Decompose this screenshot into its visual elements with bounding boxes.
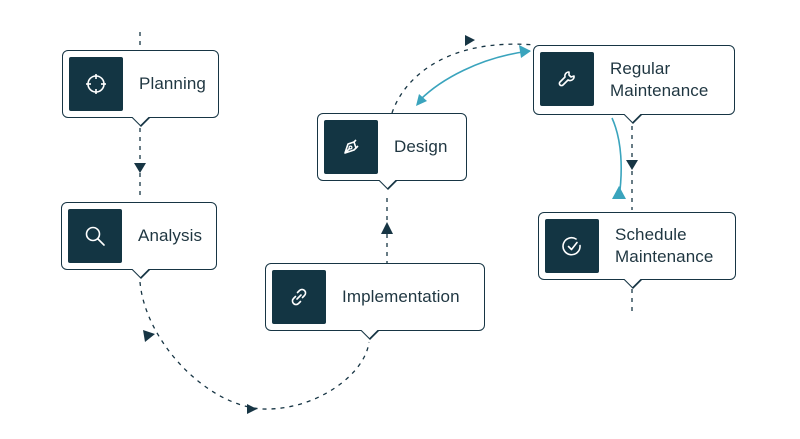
pen-tool-icon — [324, 120, 378, 174]
planning-label: Planning — [139, 74, 206, 93]
wrench-icon — [540, 52, 594, 106]
connector-design-regular — [391, 43, 536, 114]
arrow-regular-schedule — [626, 160, 638, 170]
teal-arrow-to-regular — [519, 45, 531, 58]
design-label: Design — [394, 137, 448, 156]
teal-arrow-to-schedule — [612, 186, 626, 199]
teal-feedback-regular-schedule — [611, 117, 622, 199]
implementation-label: Implementation — [342, 287, 460, 306]
link-icon — [272, 270, 326, 324]
planning-card: Planning — [62, 50, 219, 118]
arrow-design-regular — [465, 35, 475, 46]
schedule-maintenance-card: Schedule Maintenance — [538, 212, 736, 280]
arrow-planning-analysis — [134, 163, 146, 173]
regular-maintenance-label: Regular Maintenance — [610, 59, 709, 100]
check-circle-icon — [545, 219, 599, 273]
teal-arrow-to-design — [416, 94, 427, 106]
search-icon — [68, 209, 122, 263]
implementation-card: Implementation — [265, 263, 485, 331]
teal-feedback-regular-design — [419, 50, 531, 101]
arrow-analysis-left — [143, 330, 155, 342]
arrow-implementation-design — [381, 222, 393, 234]
analysis-card: Analysis — [61, 202, 217, 270]
regular-maintenance-card: Regular Maintenance — [533, 45, 735, 115]
arrow-analysis-bottom — [247, 404, 257, 414]
analysis-label: Analysis — [138, 226, 203, 245]
schedule-maintenance-label: Schedule Maintenance — [615, 225, 714, 266]
crosshair-icon — [69, 57, 123, 111]
design-card: Design — [317, 113, 467, 181]
